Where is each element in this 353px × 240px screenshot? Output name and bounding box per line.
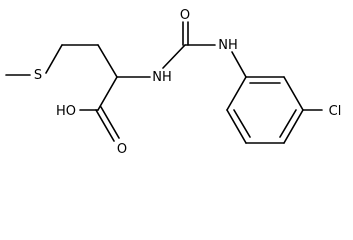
atom-label-cl: Cl <box>329 104 342 119</box>
atom-label-o-acid: O <box>117 142 127 155</box>
ring-double-3 <box>233 109 251 138</box>
atom-label-o-carbonyl: O <box>180 8 190 23</box>
ring-bond-5 <box>226 109 247 144</box>
ring-bond-6 <box>226 76 247 111</box>
atom-label-nh-urea: NH <box>218 38 238 53</box>
bond-carboxyl-o-2 <box>100 106 120 139</box>
bond-nh-ring <box>231 51 247 78</box>
bond-s-ch2 <box>45 44 63 74</box>
ring-double-2 <box>279 109 297 138</box>
bonds <box>5 21 323 144</box>
ring-bond-3 <box>283 109 304 144</box>
atom-label-nh-alpha: NH <box>152 70 172 85</box>
structure-diagram: S O NH NH HO O Cl <box>5 8 341 155</box>
bond-alpha-carboxyl <box>97 76 118 111</box>
atom-label-s: S <box>34 68 42 83</box>
bond-ch2-alpha <box>97 44 118 78</box>
atom-labels: S O NH NH HO O Cl <box>34 8 341 155</box>
ring-bond-2 <box>283 76 304 111</box>
atom-label-ho: HO <box>56 104 76 119</box>
bond-carboxyl-o-1 <box>95 109 115 142</box>
bond-nh-urea <box>162 44 186 69</box>
